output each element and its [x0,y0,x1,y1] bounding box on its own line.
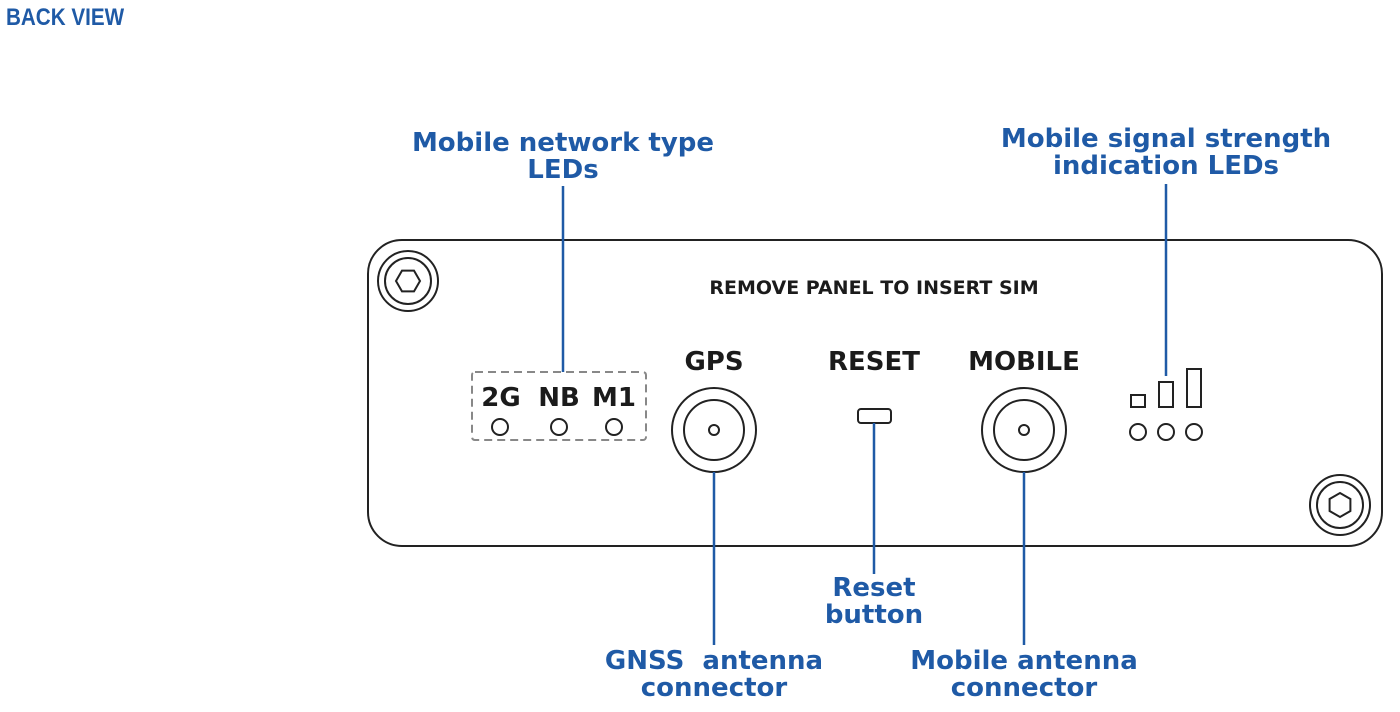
led-nb-indicator [550,418,568,436]
led-2g-indicator [491,418,509,436]
led-m1-indicator [605,418,623,436]
callout-signal-line2: indication LEDs [1053,151,1279,181]
mobile-label: MOBILE [968,347,1080,377]
callout-mobile-antenna-line1: Mobile antenna [910,646,1138,676]
reset-label: RESET [828,347,920,377]
reset-button [857,408,892,424]
callout-signal-line1: Mobile signal strength [1001,124,1331,154]
led-label-m1: M1 [592,383,636,413]
callout-network-type-line1: Mobile network type [412,128,714,158]
callout-reset-line1: Reset [832,573,915,603]
led-label-nb: NB [538,383,580,413]
callout-gnss-line2: connector [641,673,788,703]
callout-reset-line2: button [825,600,923,630]
page-title: BACK VIEW [6,4,125,31]
signal-led-3-indicator [1185,423,1203,441]
callout-gnss-line1: GNSS antenna [605,646,823,676]
signal-led-1-indicator [1129,423,1147,441]
network-led-group [471,371,647,441]
gps-label: GPS [684,347,743,377]
callout-mobile-antenna-line2: connector [951,673,1098,703]
screw-bottom-right-icon [1309,474,1371,536]
signal-led-2-indicator [1157,423,1175,441]
screw-top-left-icon [377,250,439,312]
led-label-2g: 2G [481,383,520,413]
signal-strength-icon [1130,368,1202,408]
callout-network-type-line2: LEDs [527,155,598,185]
mobile-connector-icon [981,387,1067,473]
sim-notice-label: REMOVE PANEL TO INSERT SIM [709,277,1038,299]
gps-connector-icon [671,387,757,473]
